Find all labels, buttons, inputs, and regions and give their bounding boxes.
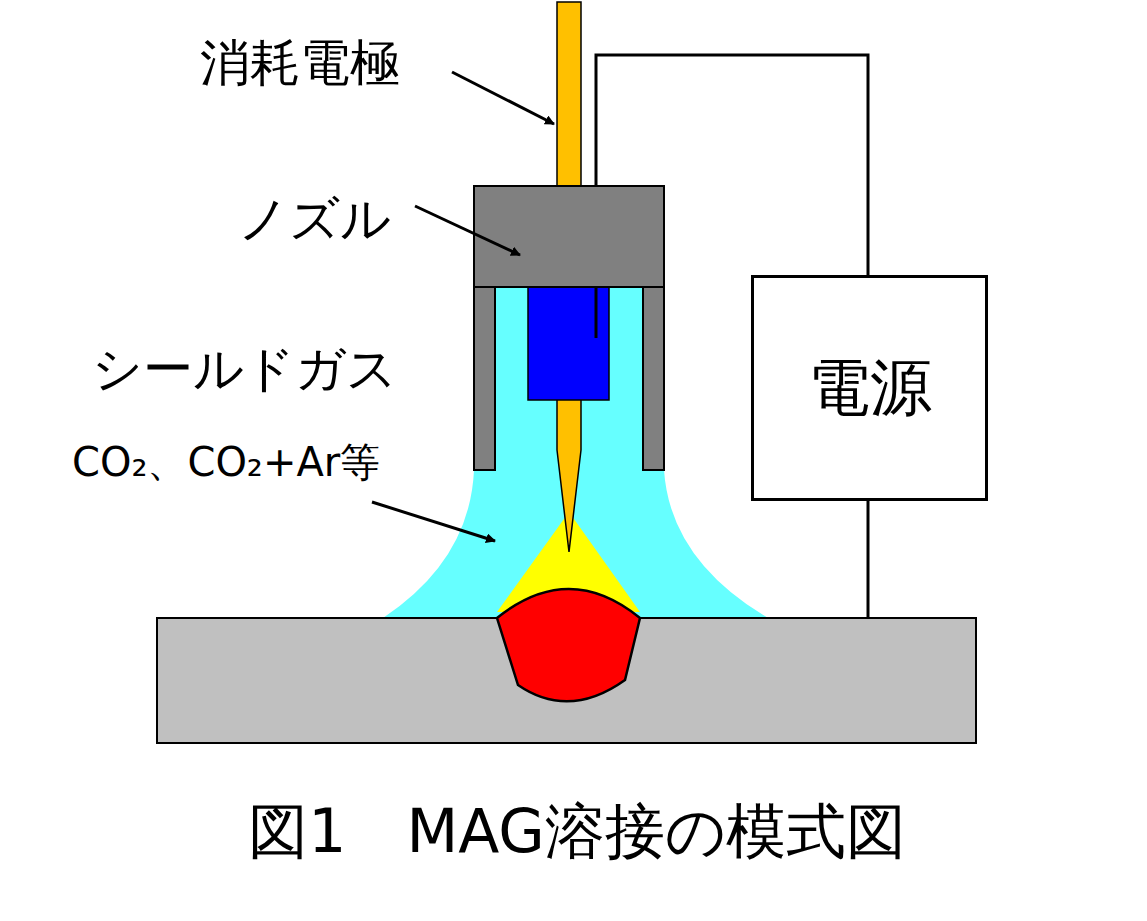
part-label: ノズル — [238, 192, 391, 247]
part-label: 消耗電極 — [200, 36, 400, 91]
part-label: シールドガス — [92, 342, 397, 397]
nozzle — [474, 186, 664, 287]
consumable-electrode — [557, 2, 581, 186]
figure-caption: 図1 MAG溶接の模式図 — [248, 798, 905, 864]
nozzle — [474, 287, 495, 470]
part-label: CO₂、CO₂+Ar等 — [72, 440, 380, 484]
leader-line — [372, 502, 495, 541]
leader-line — [452, 72, 554, 124]
nozzle — [643, 287, 664, 470]
node-text: 電源 — [808, 346, 932, 430]
leader-line — [415, 206, 520, 255]
wire — [867, 500, 870, 619]
contact-tip — [528, 287, 609, 400]
wire — [595, 287, 598, 338]
consumable-electrode — [557, 398, 581, 552]
power-supply-box: 電源 — [751, 275, 988, 501]
weld-pool — [497, 589, 640, 701]
